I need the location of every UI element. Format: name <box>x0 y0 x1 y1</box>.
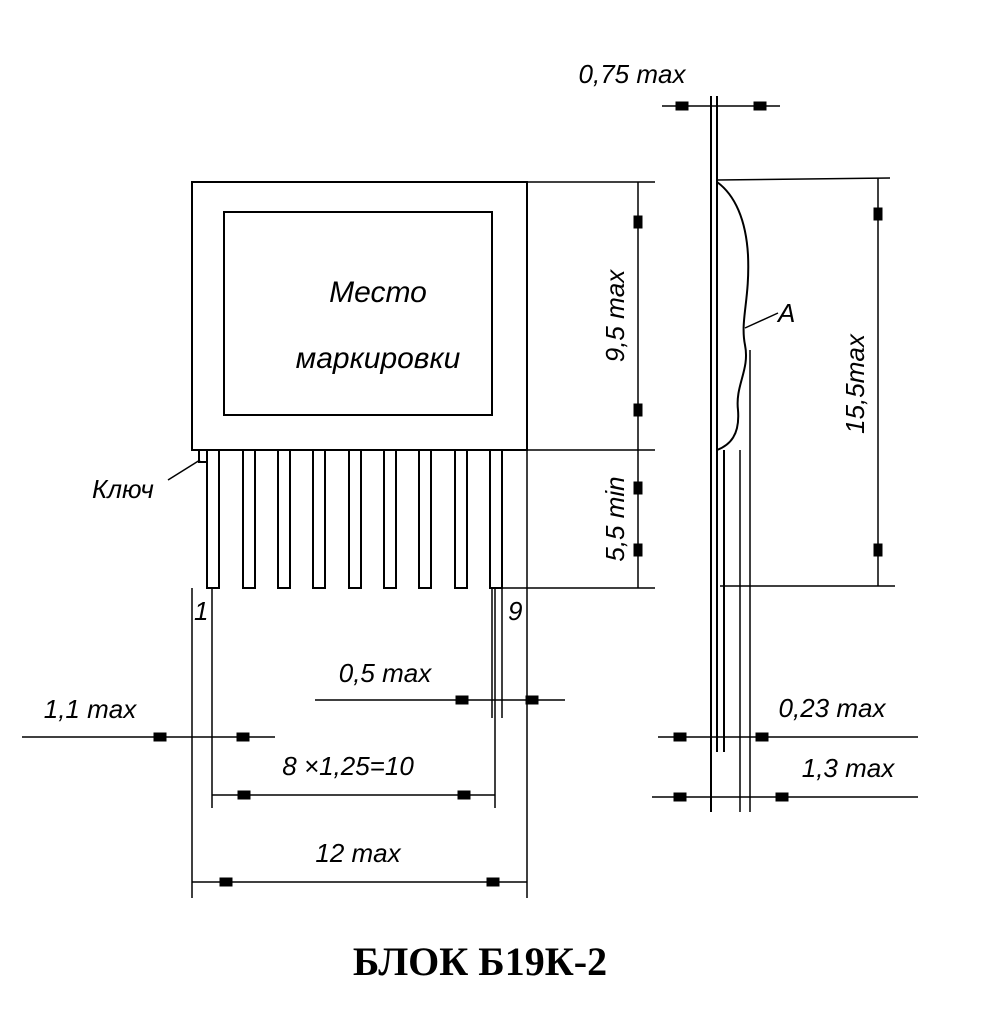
pin-1-label: 1 <box>194 596 208 626</box>
dim-lead-edge: 1,1 max <box>22 694 275 742</box>
marking-area <box>223 211 493 416</box>
lead-4 <box>312 449 326 589</box>
lead-9 <box>489 449 503 589</box>
lead-6 <box>383 449 397 589</box>
dim-side-width: 1,3 max <box>652 753 918 802</box>
key-label: Ключ <box>92 474 154 504</box>
key-notch <box>198 450 207 463</box>
lead-7 <box>418 449 432 589</box>
lead-5 <box>348 449 362 589</box>
svg-text:12 max: 12 max <box>315 838 401 868</box>
lead-1 <box>206 449 220 589</box>
lead-2 <box>242 449 256 589</box>
dim-total-height: 15,5max <box>840 178 883 586</box>
lead-3 <box>277 449 291 589</box>
svg-text:0,75 max: 0,75 max <box>579 59 687 89</box>
dim-body-thickness: 0,75 max <box>579 59 780 111</box>
package-body <box>191 181 528 451</box>
key-leader <box>167 459 201 481</box>
svg-text:5,5 min: 5,5 min <box>600 476 630 561</box>
svg-text:0,23 max: 0,23 max <box>779 693 887 723</box>
svg-text:1,1 max: 1,1 max <box>44 694 137 724</box>
pin-9-label: 9 <box>508 596 522 626</box>
svg-text:1,3 max: 1,3 max <box>802 753 895 783</box>
dim-body-height: 9,5 max <box>600 182 643 450</box>
lead-8 <box>454 449 468 589</box>
svg-text:9,5 max: 9,5 max <box>600 269 630 362</box>
body-profile <box>716 181 750 451</box>
dim-lead-width: 0,5 max <box>315 658 565 705</box>
front-view: Место маркировки Ключ 1 9 <box>22 181 655 898</box>
dim-lead-thickness: 0,23 max <box>658 693 918 742</box>
svg-text:8 ×1,25=10: 8 ×1,25=10 <box>282 751 414 781</box>
marking-area-line1: Место <box>329 276 427 309</box>
view-a-label: A <box>776 298 795 328</box>
drawing-title: БЛОК Б19К-2 <box>353 939 607 984</box>
dim-lead-length: 5,5 min <box>600 450 643 588</box>
dim-total-width: 12 max <box>192 838 527 887</box>
svg-text:0,5 max: 0,5 max <box>339 658 432 688</box>
leads <box>206 449 503 589</box>
side-view: A 0,75 max 15,5max 0,23 max <box>579 59 918 812</box>
svg-text:15,5max: 15,5max <box>840 333 870 434</box>
dim-pitch: 8 ×1,25=10 <box>212 751 495 800</box>
view-a-leader <box>744 312 779 329</box>
marking-area-line2: маркировки <box>296 342 461 375</box>
